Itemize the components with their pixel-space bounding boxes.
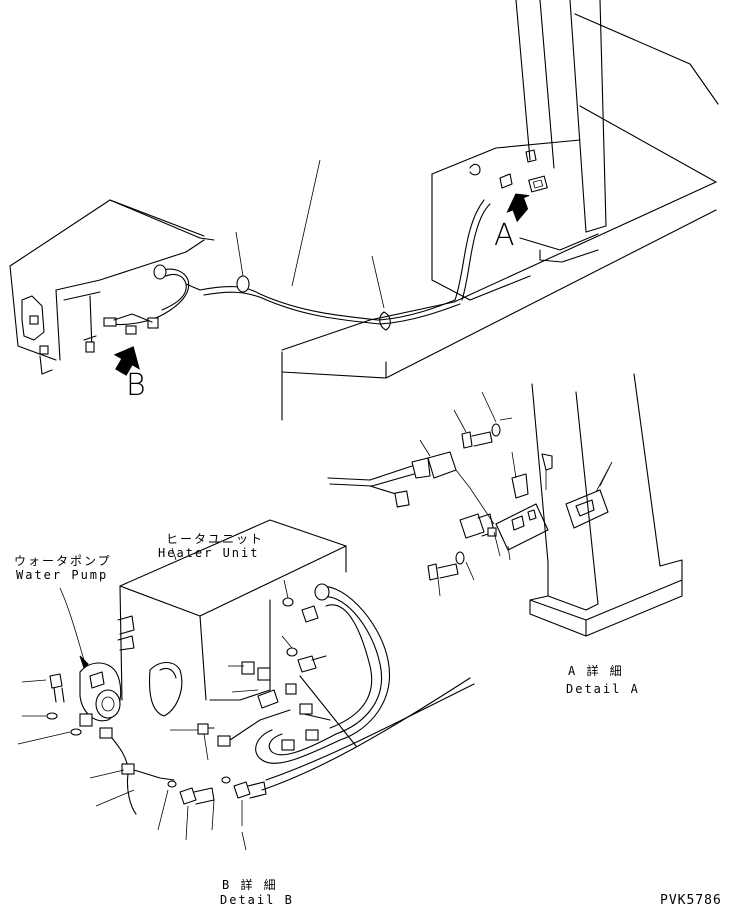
water-pump-label-jp: ウォータポンプ <box>14 554 112 568</box>
machine-frame <box>281 0 719 421</box>
heater-unit-leader <box>171 547 177 561</box>
detail-a-leader <box>599 465 611 487</box>
view-b-arrow <box>113 346 140 376</box>
water-pump-label-en: Water Pump <box>16 568 109 582</box>
view-a-label: A <box>494 218 515 253</box>
heater-unit-label-en: Heater Unit <box>158 546 260 560</box>
heater-box-upper <box>9 199 215 375</box>
drawing-code: PVK5786 <box>660 893 722 908</box>
detail-b-drawing <box>17 519 475 851</box>
detail-a-drawing <box>327 373 683 637</box>
harness-upper <box>199 159 491 331</box>
heater-unit-label-jp: ヒータユニット <box>166 532 265 546</box>
view-b-label: B <box>126 368 146 403</box>
detail-b-label-jp: B 詳 細 <box>222 878 278 892</box>
detail-a-label-en: Detail A <box>566 682 640 696</box>
detail-b-label-en: Detail B <box>220 893 294 907</box>
view-a-arrow <box>506 193 530 223</box>
detail-a-label-jp: A 詳 細 <box>568 664 624 678</box>
